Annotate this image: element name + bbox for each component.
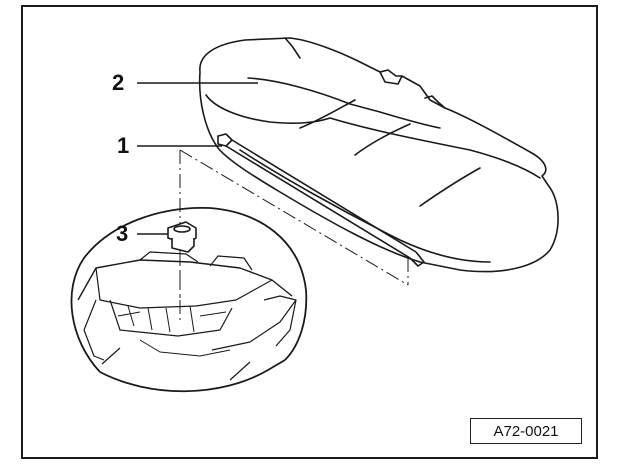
diagram-frame (21, 5, 598, 459)
mounting-rail (217, 133, 425, 267)
clip-part (167, 221, 197, 253)
seat-cushion (198, 37, 559, 273)
reference-code-box: A72-0021 (470, 418, 582, 444)
callout-3: 3 (116, 221, 129, 246)
reference-code: A72-0021 (493, 422, 559, 440)
alignment-lines (179, 149, 409, 298)
detail-view (70, 206, 308, 393)
callout-2: 2 (112, 70, 125, 95)
leader-lines (137, 82, 258, 235)
callout-1: 1 (117, 133, 130, 158)
